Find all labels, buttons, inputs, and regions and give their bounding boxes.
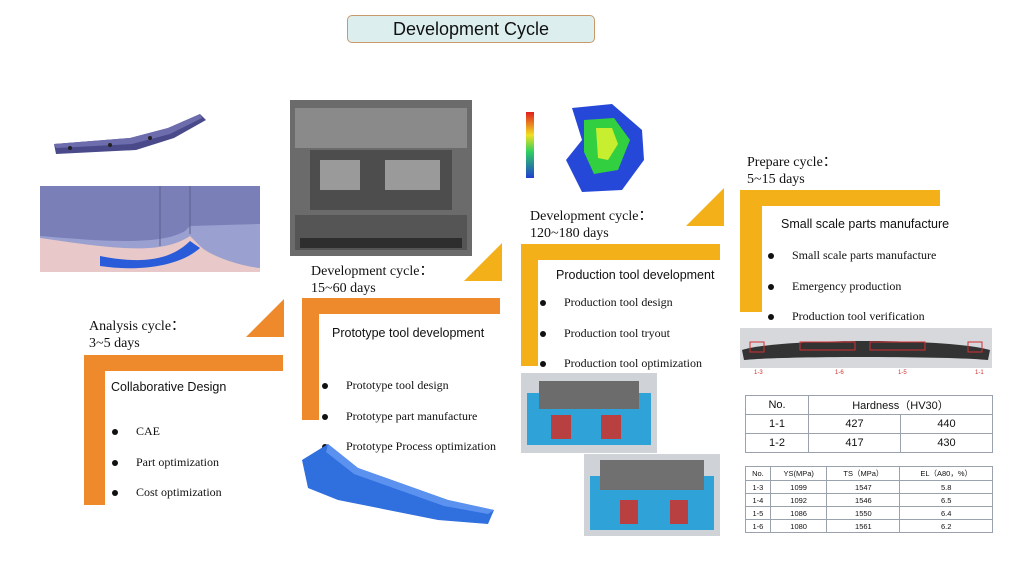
production-tool-photo-1 — [521, 373, 657, 453]
list-item: Production tool tryout — [540, 326, 702, 357]
phase-1-triangle — [246, 299, 284, 337]
prototype-part-image — [302, 444, 494, 524]
phase-2-heading: Prototype tool development — [332, 326, 485, 340]
list-item: Production tool design — [540, 295, 702, 326]
list-item: Prototype tool design — [322, 378, 496, 409]
table-row: 1-3 1099 1547 5.8 — [745, 480, 993, 494]
table-header: No. — [745, 395, 809, 415]
phase-2-triangle — [464, 243, 502, 281]
part-model-image — [54, 114, 206, 154]
hardness-table: No. Hardness（HV30） 1-1 427 440 1-2 417 4… — [745, 395, 993, 453]
phase-3-list: Production tool design Production tool t… — [540, 295, 702, 387]
tensile-table: No. YS(MPa) TS（MPa） EL（A80，%） 1-3 1099 1… — [745, 466, 993, 533]
table-header: TS（MPa） — [826, 466, 901, 481]
list-item: Emergency production — [768, 279, 936, 310]
table-row: 1-5 1086 1550 6.4 — [745, 506, 993, 520]
phase-2-label: Development cycle： 15~60 days — [311, 264, 434, 296]
phase-1-label: Analysis cycle： 3~5 days — [89, 319, 186, 351]
cad-surface-image — [40, 186, 260, 272]
list-item: Small scale parts manufacture — [768, 248, 936, 279]
list-item: Prototype part manufacture — [322, 409, 496, 440]
table-row: 1-1 427 440 — [745, 414, 993, 434]
phase-3-triangle — [686, 188, 724, 226]
table-row: 1-4 1092 1546 6.5 — [745, 493, 993, 507]
prototype-tool-photo — [290, 100, 472, 256]
phase-1-list: CAE Part optimization Cost optimization — [112, 424, 222, 516]
table-header: No. — [745, 466, 771, 481]
list-item: Production tool optimization — [540, 356, 702, 387]
phase-4-heading: Small scale parts manufacture — [781, 217, 950, 231]
phase-3-label: Development cycle： 120~180 days — [530, 209, 653, 241]
phase-4-list: Small scale parts manufacture Emergency … — [768, 248, 936, 340]
table-header: YS(MPa) — [769, 466, 828, 481]
phase-1-heading: Collaborative Design — [111, 380, 227, 394]
bumper-beam-image — [740, 328, 992, 368]
list-item: CAE — [112, 424, 222, 455]
page-title: Development Cycle — [347, 15, 595, 43]
list-item: Part optimization — [112, 455, 222, 486]
production-tool-photo-2 — [584, 454, 720, 536]
cae-simulation-image — [526, 104, 644, 192]
list-item: Cost optimization — [112, 485, 222, 516]
table-row: 1-2 417 430 — [745, 433, 993, 453]
phase-3-heading: Production tool development — [556, 268, 715, 282]
table-row: 1-6 1080 1561 6.2 — [745, 519, 993, 533]
phase-4-label: Prepare cycle： 5~15 days — [747, 155, 837, 187]
table-header: EL（A80，%） — [899, 466, 993, 481]
table-header: Hardness（HV30） — [808, 395, 993, 415]
list-item: Production tool verification — [768, 309, 936, 340]
part-labels: 1-3 1-6 1-5 1-1 — [754, 370, 984, 376]
